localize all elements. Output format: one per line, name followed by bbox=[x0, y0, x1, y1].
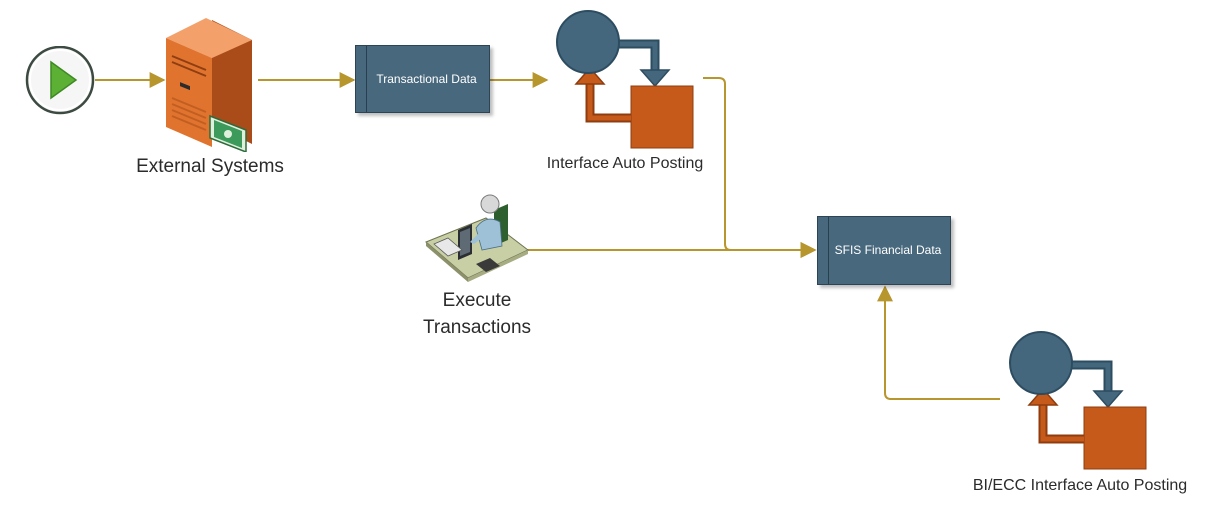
sfis-financial-data-box[interactable]: SFIS Financial Data bbox=[817, 216, 951, 285]
transactional-data-label: Transactional Data bbox=[376, 71, 477, 86]
execute-transactions-label: Execute Transactions bbox=[422, 290, 532, 338]
interface-auto-posting-label: Interface Auto Posting bbox=[546, 155, 704, 172]
cycle-process-icon bbox=[556, 10, 694, 149]
server-with-money-icon bbox=[166, 18, 252, 152]
box-left-bar bbox=[828, 217, 829, 284]
play-start-icon bbox=[25, 46, 95, 115]
user-at-workstation-icon bbox=[425, 194, 529, 282]
sfis-financial-data-label: SFIS Financial Data bbox=[834, 243, 942, 257]
transactional-data-box[interactable]: Transactional Data bbox=[355, 45, 490, 113]
edge-bi-ecc-to-sfis bbox=[877, 285, 1000, 400]
box-left-bar bbox=[366, 46, 367, 112]
money-icon bbox=[209, 114, 247, 152]
external-systems-label: External Systems bbox=[136, 156, 284, 177]
cycle-process-icon bbox=[1009, 331, 1147, 470]
bi-ecc-interface-auto-posting-label: BI/ECC Interface Auto Posting bbox=[972, 477, 1188, 494]
